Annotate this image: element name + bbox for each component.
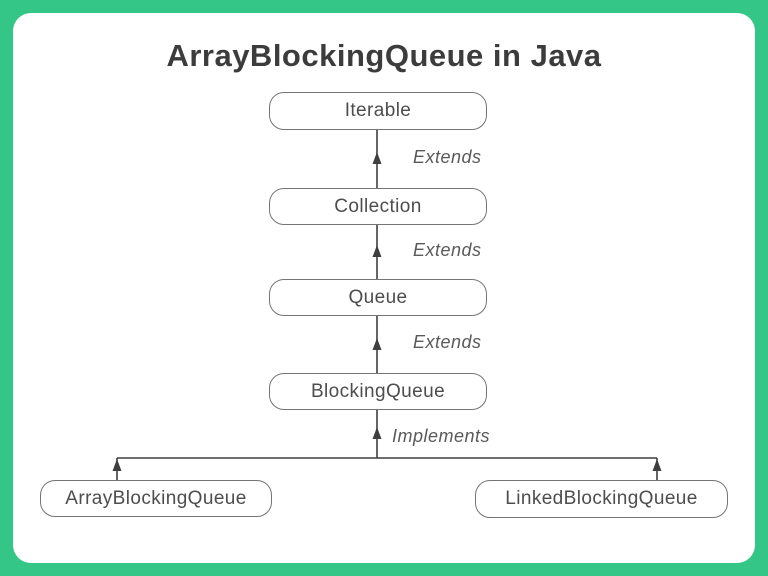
node-collection: Collection	[269, 188, 487, 225]
edge-label-implements: Implements	[392, 426, 491, 446]
node-blockingqueue: BlockingQueue	[269, 373, 487, 410]
node-label: Collection	[334, 195, 422, 217]
node-iterable: Iterable	[269, 92, 487, 130]
node-queue: Queue	[269, 279, 487, 316]
edge-label-extends-3: Extends	[413, 332, 482, 352]
edge-label-extends-1: Extends	[413, 147, 482, 167]
node-label: Iterable	[344, 100, 412, 121]
node-linkedblockingqueue: LinkedBlockingQueue	[475, 480, 728, 518]
edge-label-extends-2: Extends	[413, 240, 482, 260]
node-label: BlockingQueue	[310, 380, 446, 402]
node-label: Queue	[348, 286, 408, 308]
node-label: ArrayBlockingQueue	[65, 487, 247, 509]
node-arrayblockingqueue: ArrayBlockingQueue	[40, 480, 272, 517]
page-title: ArrayBlockingQueue in Java	[166, 38, 602, 73]
node-label: LinkedBlockingQueue	[505, 488, 698, 509]
